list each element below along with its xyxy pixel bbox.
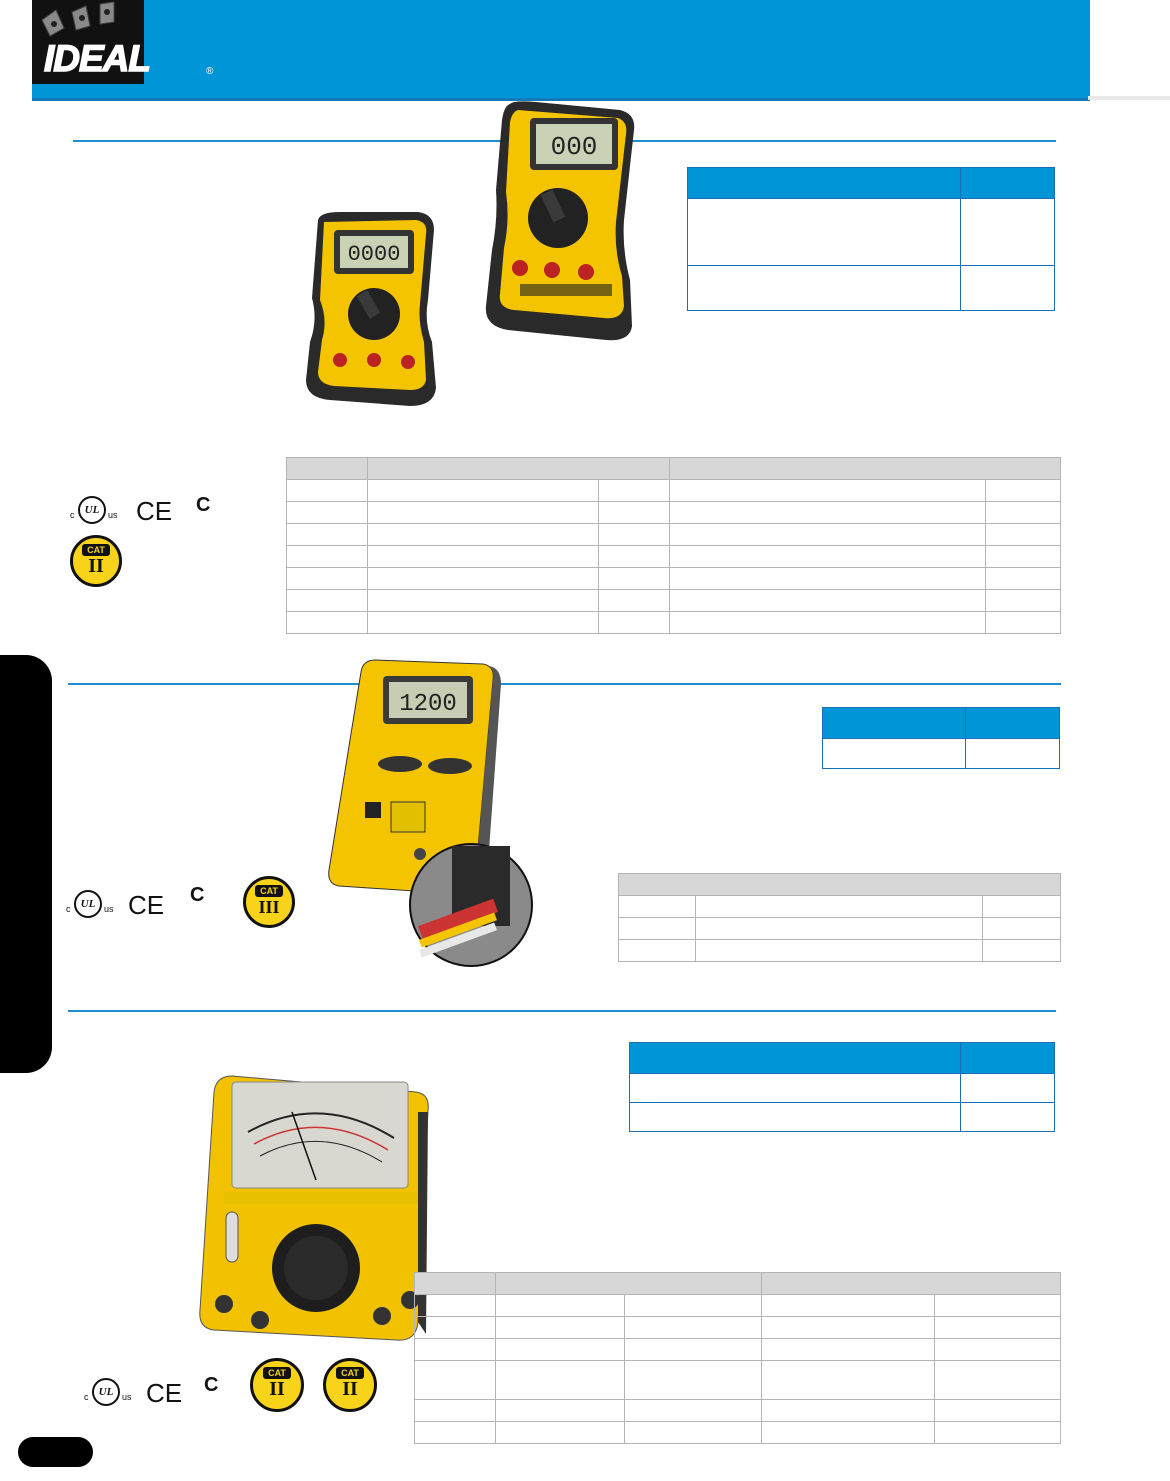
large-digital-meter-image: 000 (485, 101, 635, 341)
ce-mark-icon: CE (146, 1378, 183, 1408)
ordering-table-1 (687, 167, 1055, 311)
ordering-table-3 (629, 1042, 1055, 1132)
cat-label: CAT (255, 885, 283, 897)
ul-listed-icon: UL (92, 1378, 120, 1406)
svg-text:000: 000 (551, 132, 598, 162)
logo-wordmark: IDEAL (43, 37, 152, 80)
c-tick-icon: C (196, 494, 211, 516)
cat-ii-badge: CAT II (70, 535, 122, 587)
cat-level: II (88, 555, 104, 577)
analog-meter-image (199, 1075, 429, 1341)
ul-listed-icon: UL (78, 496, 106, 524)
c-tick-icon: C (204, 1374, 219, 1396)
meter-lcd-text: 1200 (399, 691, 457, 718)
ul-us-label: us (122, 1392, 132, 1402)
header-bar (32, 0, 1090, 101)
cert-row-1: c UL us CE C (70, 494, 220, 526)
svg-text:0000: 0000 (348, 242, 401, 267)
ordering-table-2 (822, 707, 1060, 769)
spec-table-2 (618, 873, 1061, 962)
cert-row-2: c UL us CE C (66, 884, 216, 920)
cat-level: II (269, 1378, 285, 1400)
page-number-tab (18, 1437, 93, 1467)
c-tick-icon: C (190, 884, 205, 906)
ul-listed-icon: UL (74, 890, 102, 918)
ce-mark-icon: CE (128, 890, 165, 920)
ul-us-label: us (108, 510, 118, 520)
side-tab (0, 655, 52, 1073)
ce-mark-icon: CE (136, 496, 173, 526)
section-divider-3 (68, 1010, 1056, 1012)
ul-c-label: c (84, 1392, 89, 1402)
cat-label: CAT (82, 544, 110, 556)
header-edge (1088, 96, 1170, 100)
cat-level: III (258, 897, 280, 917)
cat-label: CAT (336, 1367, 364, 1379)
cat-ii-badge-2: CAT II (323, 1358, 377, 1412)
cat-level: II (342, 1378, 358, 1400)
ul-c-label: c (66, 904, 71, 914)
small-digital-meter-image: 0000 (306, 212, 436, 406)
ul-c-label: c (70, 510, 75, 520)
registered-mark: ® (206, 66, 214, 77)
cat-ii-badge-1: CAT II (250, 1358, 304, 1412)
cert-row-3: c UL us CE C (84, 1374, 234, 1408)
spec-table-3 (414, 1272, 1061, 1444)
spec-table-1 (286, 457, 1061, 634)
brand-logo (32, 0, 144, 84)
ul-us-label: us (104, 904, 114, 914)
pocket-meter-image: 1200 (328, 659, 501, 895)
cat-label: CAT (263, 1367, 291, 1379)
cat-iii-badge: CAT III (243, 876, 295, 928)
probe-storage-inset-image (409, 843, 533, 967)
section-divider-2 (68, 683, 1061, 685)
logo-tabs-icon (41, 1, 115, 37)
